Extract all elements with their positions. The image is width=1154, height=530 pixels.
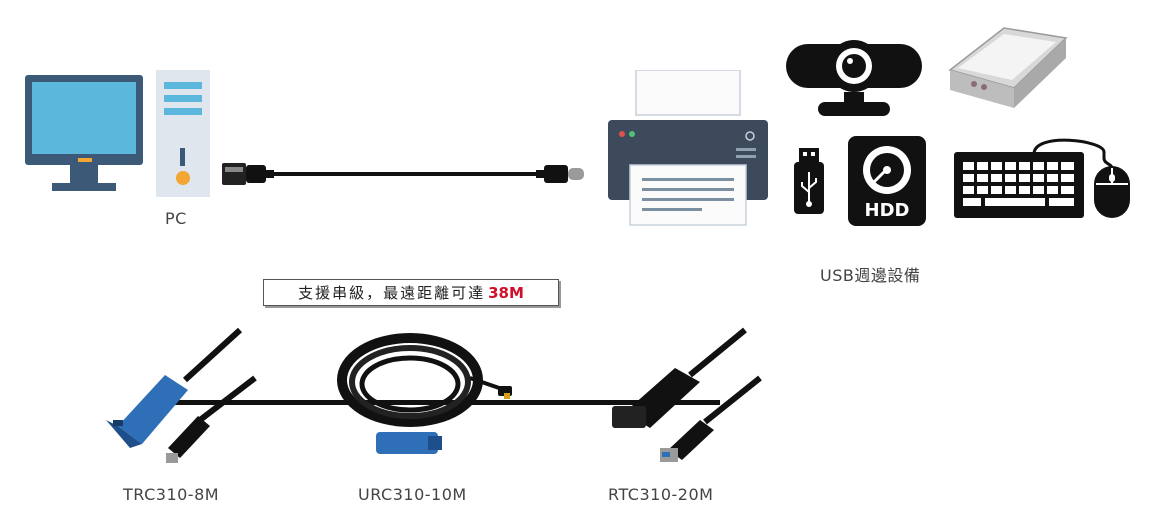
banner-highlight: 38M bbox=[488, 283, 524, 302]
urc310-10m-label: URC310-10M bbox=[358, 485, 467, 504]
trc310-8m-product bbox=[106, 327, 257, 463]
trc310-8m-label: TRC310-8M bbox=[123, 485, 220, 504]
printer-icon bbox=[608, 70, 768, 226]
pc-group bbox=[20, 70, 220, 230]
usb-cable bbox=[222, 163, 584, 185]
webcam-icon bbox=[786, 40, 922, 116]
banner-text: 支援串級，最遠距離可達 bbox=[298, 284, 486, 302]
usb-peripherals-label: USB週邊設備 bbox=[820, 266, 921, 285]
hdd-label: HDD bbox=[865, 200, 910, 221]
rtc310-20m-product bbox=[612, 327, 762, 462]
usb-flash-drive-icon bbox=[794, 148, 824, 214]
rtc310-20m-label: RTC310-20M bbox=[608, 485, 714, 504]
cascade-cables-illustration bbox=[106, 327, 762, 463]
scanner-icon bbox=[948, 27, 1068, 108]
urc310-10m-product bbox=[337, 333, 512, 454]
pc-label: PC bbox=[165, 209, 187, 228]
cascade-banner: 支援串級，最遠距離可達 38M bbox=[263, 279, 559, 306]
keyboard-mouse-icon bbox=[954, 138, 1130, 218]
desktop-computer-icon bbox=[25, 70, 210, 197]
hard-drive-icon: HDD bbox=[848, 136, 926, 226]
